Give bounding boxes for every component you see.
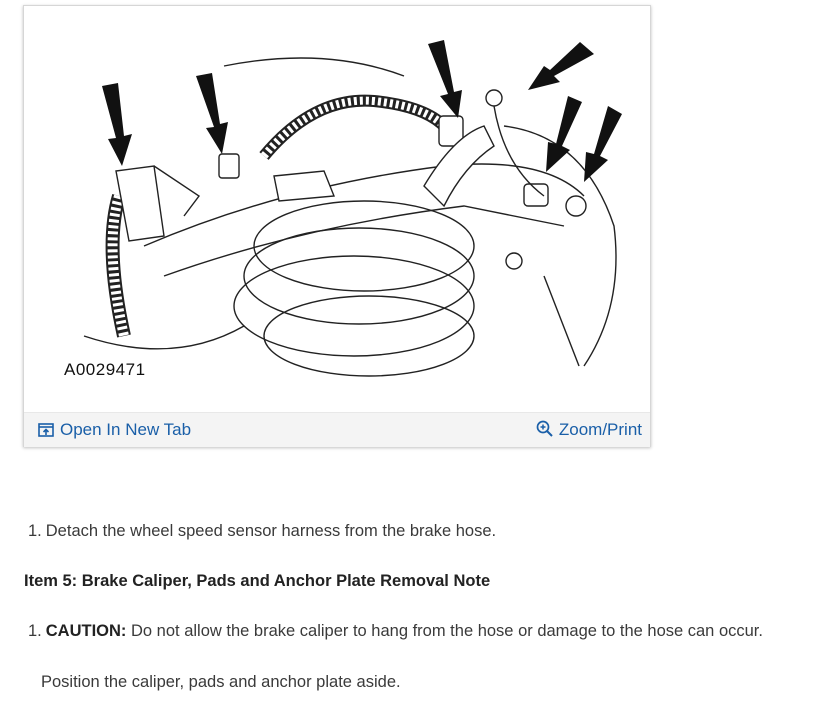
callout-arrow	[546, 96, 582, 172]
magnifier-plus-icon	[536, 420, 553, 437]
callout-arrow	[428, 40, 462, 118]
spring-coil	[253, 200, 475, 292]
open-in-new-tab-label: Open In New Tab	[60, 420, 192, 439]
hose-clip	[438, 115, 464, 147]
bleeder-fitting	[485, 89, 503, 107]
hose-clip	[218, 153, 240, 179]
step-number: 1.	[28, 522, 42, 540]
callout-arrow	[102, 83, 132, 166]
sensor-wire	[543, 275, 580, 367]
step-number: 1.	[28, 622, 42, 640]
fitting	[565, 195, 587, 217]
step-caution: 1.CAUTION: Do not allow the brake calipe…	[28, 622, 763, 641]
body-panel	[223, 57, 405, 77]
callout-arrow	[528, 42, 594, 90]
body-panel	[83, 325, 245, 350]
figure-card: A0029471 Open In New Tab Zoom/Print	[23, 5, 651, 447]
spring-coil	[233, 255, 475, 357]
body-panel	[503, 125, 617, 367]
hose-clip	[523, 183, 549, 207]
brake-line	[493, 105, 545, 197]
figure-toolbar: Open In New Tab Zoom/Print	[24, 412, 650, 447]
figure-id-label: A0029471	[62, 360, 148, 380]
step-text: Detach the wheel speed sensor harness fr…	[45, 522, 497, 540]
harness-connector	[115, 165, 165, 242]
open-in-new-tab-link[interactable]: Open In New Tab	[38, 413, 191, 447]
caution-label: CAUTION:	[45, 622, 127, 640]
callout-arrow	[584, 106, 622, 182]
harness-conduit-ribs	[107, 194, 129, 338]
hose-bracket	[423, 125, 495, 208]
spring-coil	[243, 227, 475, 325]
caution-text: Do not allow the brake caliper to hang f…	[126, 622, 763, 640]
hose-fitting	[273, 170, 335, 202]
brake-hose-ribs	[260, 96, 447, 159]
open-new-tab-icon	[38, 423, 54, 437]
step-detach-harness: 1.Detach the wheel speed sensor harness …	[28, 522, 496, 541]
control-arm	[143, 163, 585, 247]
spring-coil	[263, 295, 475, 377]
zoom-print-link[interactable]: Zoom/Print	[536, 413, 642, 447]
callout-arrow	[196, 73, 228, 154]
step-position-aside: Position the caliper, pads and anchor pl…	[41, 673, 401, 691]
control-arm	[163, 205, 565, 277]
bolt	[505, 252, 523, 270]
brake-hose-illustration	[83, 40, 622, 377]
item5-heading: Item 5: Brake Caliper, Pads and Anchor P…	[24, 572, 491, 590]
connector-bracket	[153, 165, 201, 217]
zoom-print-label: Zoom/Print	[558, 420, 642, 439]
